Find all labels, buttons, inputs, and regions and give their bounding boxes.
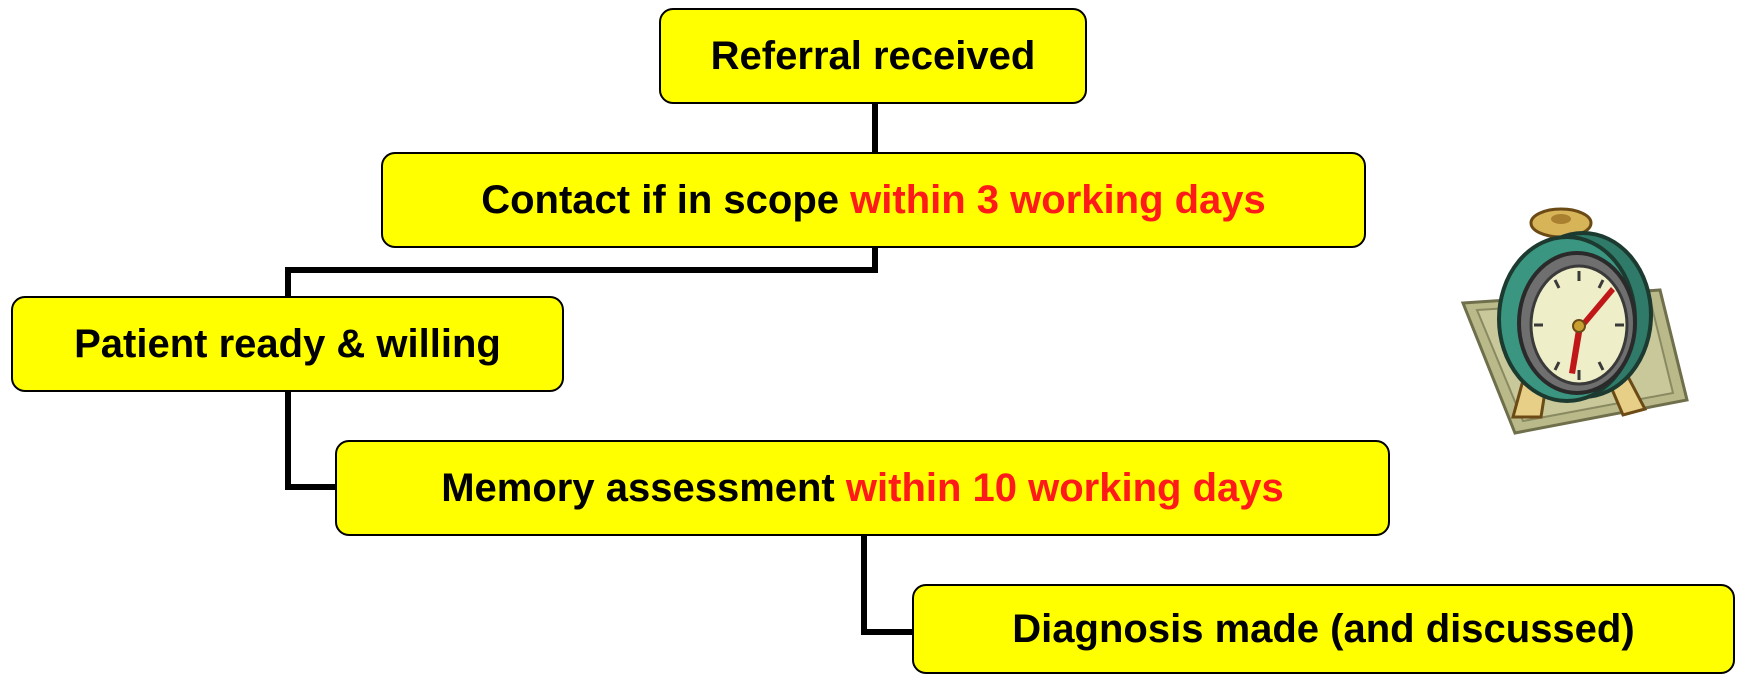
step-diagnosis-label: Diagnosis made (and discussed) (1012, 606, 1635, 651)
step-memory-label: Memory assessment (441, 465, 835, 510)
step-diagnosis-made: Diagnosis made (and discussed) (912, 584, 1735, 674)
step-patient-ready: Patient ready & willing (11, 296, 564, 392)
step-referral-received: Referral received (659, 8, 1087, 104)
connector-contact-patient (285, 248, 878, 296)
step-contact-timeframe: within 3 working days (850, 177, 1266, 222)
step-contact-label: Contact if in scope (481, 177, 840, 222)
step-patient-label: Patient ready & willing (74, 321, 501, 366)
step-referral-label: Referral received (710, 33, 1036, 78)
connector-memory-diagnosis (861, 536, 912, 635)
connector-patient-memory (285, 392, 335, 490)
step-contact-in-scope: Contact if in scope within 3 working day… (381, 152, 1366, 248)
step-memory-timeframe: within 10 working days (845, 465, 1284, 510)
step-memory-assessment: Memory assessment within 10 working days (335, 440, 1390, 536)
alarm-clock-icon (1460, 207, 1689, 435)
